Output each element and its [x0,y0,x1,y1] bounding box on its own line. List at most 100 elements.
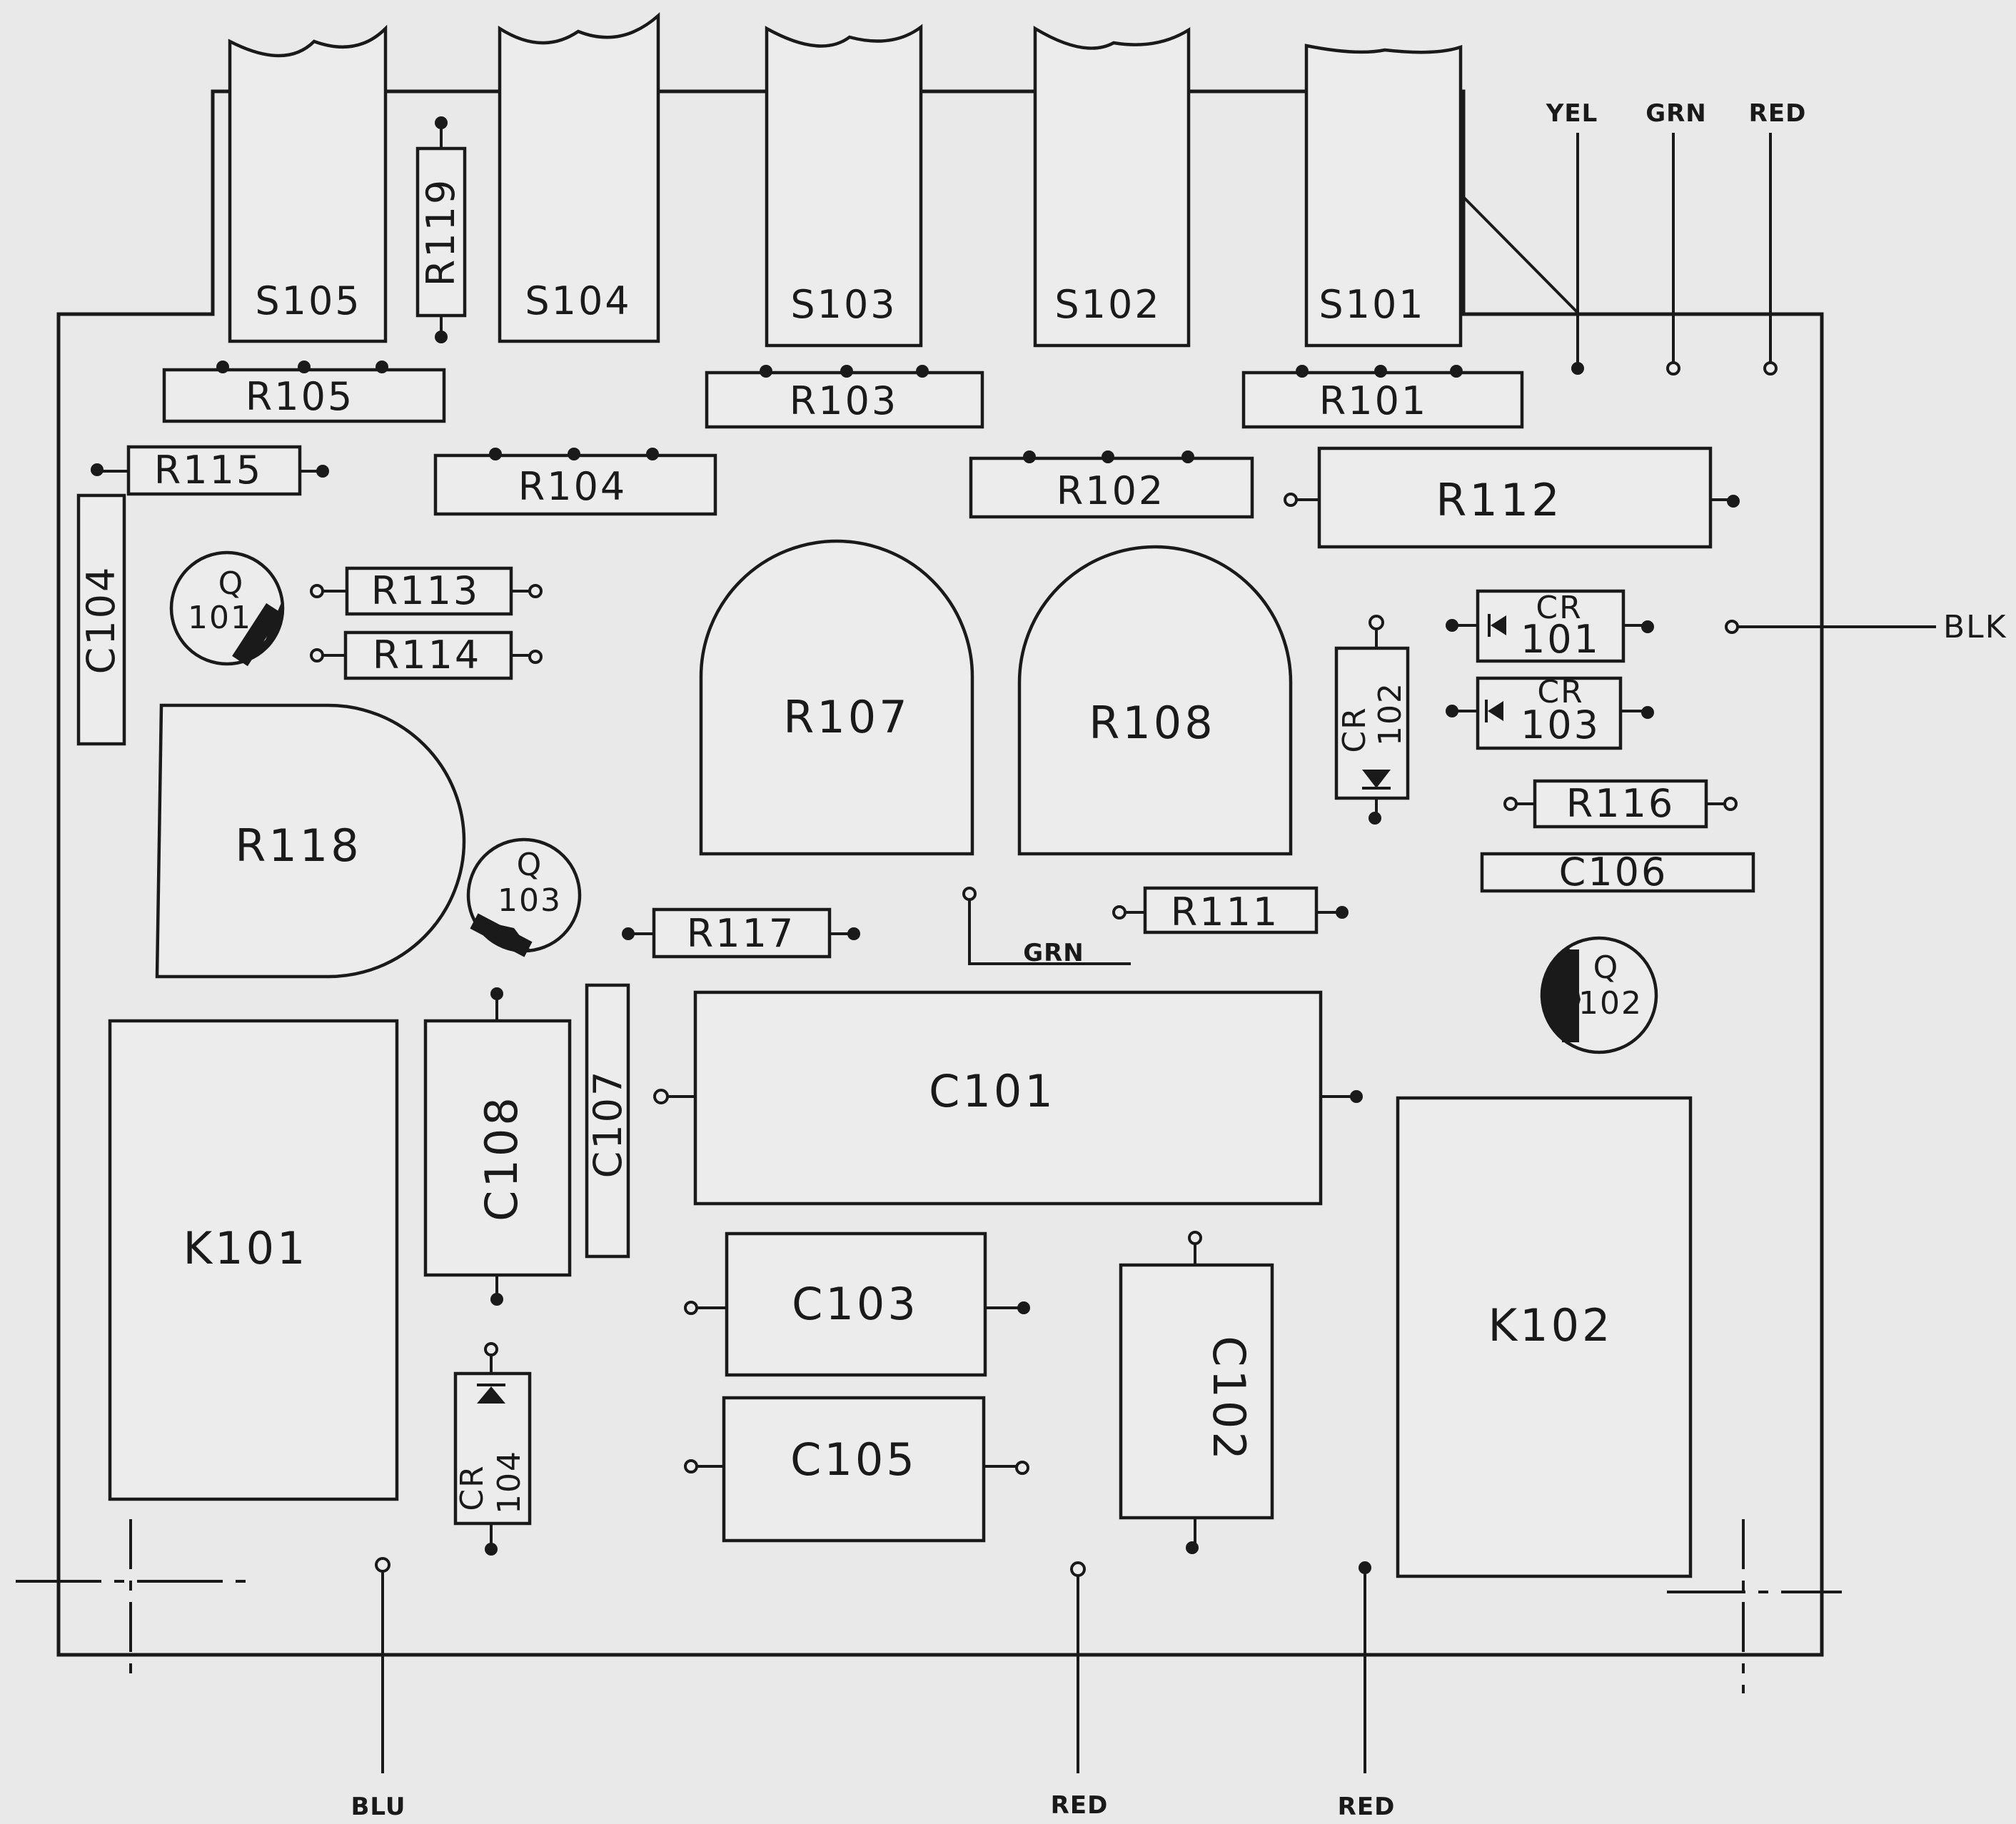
c101-label: C101 [929,1065,1056,1117]
potentiometer-r108: R108 [1017,545,1293,856]
cr103-label-bottom: 103 [1521,702,1601,747]
r105-label: R105 [246,374,355,419]
r104-label: R104 [518,464,628,509]
r111-label: R111 [1171,890,1280,934]
relay-k101: K101 [108,1019,399,1501]
transistor-q101: Q 101 [169,550,285,667]
q103-label-top: Q [517,847,543,883]
capacitor-c103: C103 [684,1231,1030,1377]
r102-label: R102 [1057,468,1166,513]
switch-s103: S103 [765,24,923,348]
diode-cr101: CR 101 [1446,589,1654,663]
cr102-label-top: CR [1336,706,1373,752]
c108-label: C108 [475,1094,528,1221]
resistor-r116: R116 [1503,779,1738,829]
c104-label: C104 [79,565,124,675]
relay-k102: K102 [1396,1096,1693,1578]
resistor-r102: R102 [969,450,1254,519]
capacitor-c107: C107 [585,983,630,1259]
diode-cr102: CR 102 [1334,615,1410,825]
switch-s104: S104 [498,12,660,343]
grn-pad [1666,361,1680,376]
potentiometer-r118: R118 [155,703,466,979]
wire-red-bottom-left: RED [1051,1561,1109,1820]
transistor-q103: Q 103 [466,837,582,957]
q103-label-bottom: 103 [498,882,562,919]
r107-label: R107 [783,691,909,743]
wire-blu-label: BLU [351,1793,406,1821]
wire-grn-mid-label: GRN [1023,939,1084,967]
capacitor-c106: C106 [1480,850,1755,895]
cr104-label-top: CR [454,1464,490,1511]
resistor-r101: R101 [1241,365,1524,429]
resistor-r105: R105 [162,361,446,423]
resistor-r112: R112 [1284,446,1740,549]
wire-red-bottom-left-label: RED [1051,1791,1109,1820]
transistor-q102: Q 102 [1540,936,1658,1054]
potentiometer-r107: R107 [699,539,974,856]
capacitor-c101: C101 [653,990,1363,1206]
s103-label: S103 [790,282,897,327]
q102-label-top: Q [1593,949,1620,986]
c107-label: C107 [585,1069,630,1179]
q102-label-bottom: 102 [1578,985,1643,1022]
cr101-label-bottom: 101 [1521,617,1601,662]
r117-label: R117 [687,911,796,956]
switch-s105: S105 [228,24,388,343]
wire-grn-mid: GRN [962,887,1131,967]
registration-mark-left [16,1519,246,1685]
resistor-r103: R103 [705,365,984,429]
wire-blu: BLU [351,1557,406,1821]
resistor-r119: R119 [415,116,467,343]
resistor-r114: R114 [310,630,543,680]
cr103-label-top: CR [1537,674,1583,710]
c103-label: C103 [792,1278,919,1330]
cr101-label-top: CR [1536,590,1582,626]
resistor-r115: R115 [91,445,329,496]
s104-label: S104 [525,278,631,323]
r101-label: R101 [1319,378,1428,423]
r118-label: R118 [235,820,361,872]
top-wire-leads: YEL GRN RED [1459,99,1807,376]
c102-label: C102 [1203,1336,1255,1463]
board-outline [56,89,1824,1657]
wire-red-bottom-right-label: RED [1338,1793,1396,1821]
wire-grn-top-label: GRN [1645,99,1707,128]
s102-label: S102 [1054,282,1161,327]
k101-label: K101 [183,1222,308,1274]
r116-label: R116 [1566,781,1675,826]
k102-label: K102 [1488,1299,1613,1351]
wire-yel-label: YEL [1546,99,1598,128]
q101-label-bottom: 101 [188,600,252,636]
s101-label: S101 [1319,282,1425,327]
capacitor-c108: C108 [423,987,572,1306]
r103-label: R103 [790,378,899,423]
s105-label: S105 [255,278,361,323]
r108-label: R108 [1089,697,1215,749]
q101-label-top: Q [218,565,245,602]
switch-s102: S102 [1033,26,1191,348]
switch-s101: S101 [1304,44,1463,348]
capacitor-c105: C105 [684,1396,1029,1543]
r115-label: R115 [154,448,263,493]
red-pad [1763,361,1778,376]
capacitor-c102: C102 [1119,1231,1274,1554]
r113-label: R113 [371,568,480,613]
registration-mark-right [1667,1519,1842,1693]
diode-cr103: CR 103 [1446,674,1654,750]
c106-label: C106 [1559,850,1668,895]
resistor-r111: R111 [1112,886,1349,934]
capacitor-c104: C104 [76,493,126,746]
c105-label: C105 [790,1433,917,1486]
wire-blk-label: BLK [1943,609,2007,645]
cr104-label-bottom: 104 [491,1450,528,1514]
r114-label: R114 [373,633,482,677]
diode-cr104: CR 104 [453,1342,532,1556]
wire-red-top-label: RED [1749,99,1807,128]
wire-red-bottom-right: RED [1338,1561,1396,1821]
resistor-r104: R104 [433,448,717,516]
resistor-r113: R113 [310,566,543,616]
resistor-r117: R117 [622,907,860,959]
cr102-label-bottom: 102 [1372,682,1408,746]
